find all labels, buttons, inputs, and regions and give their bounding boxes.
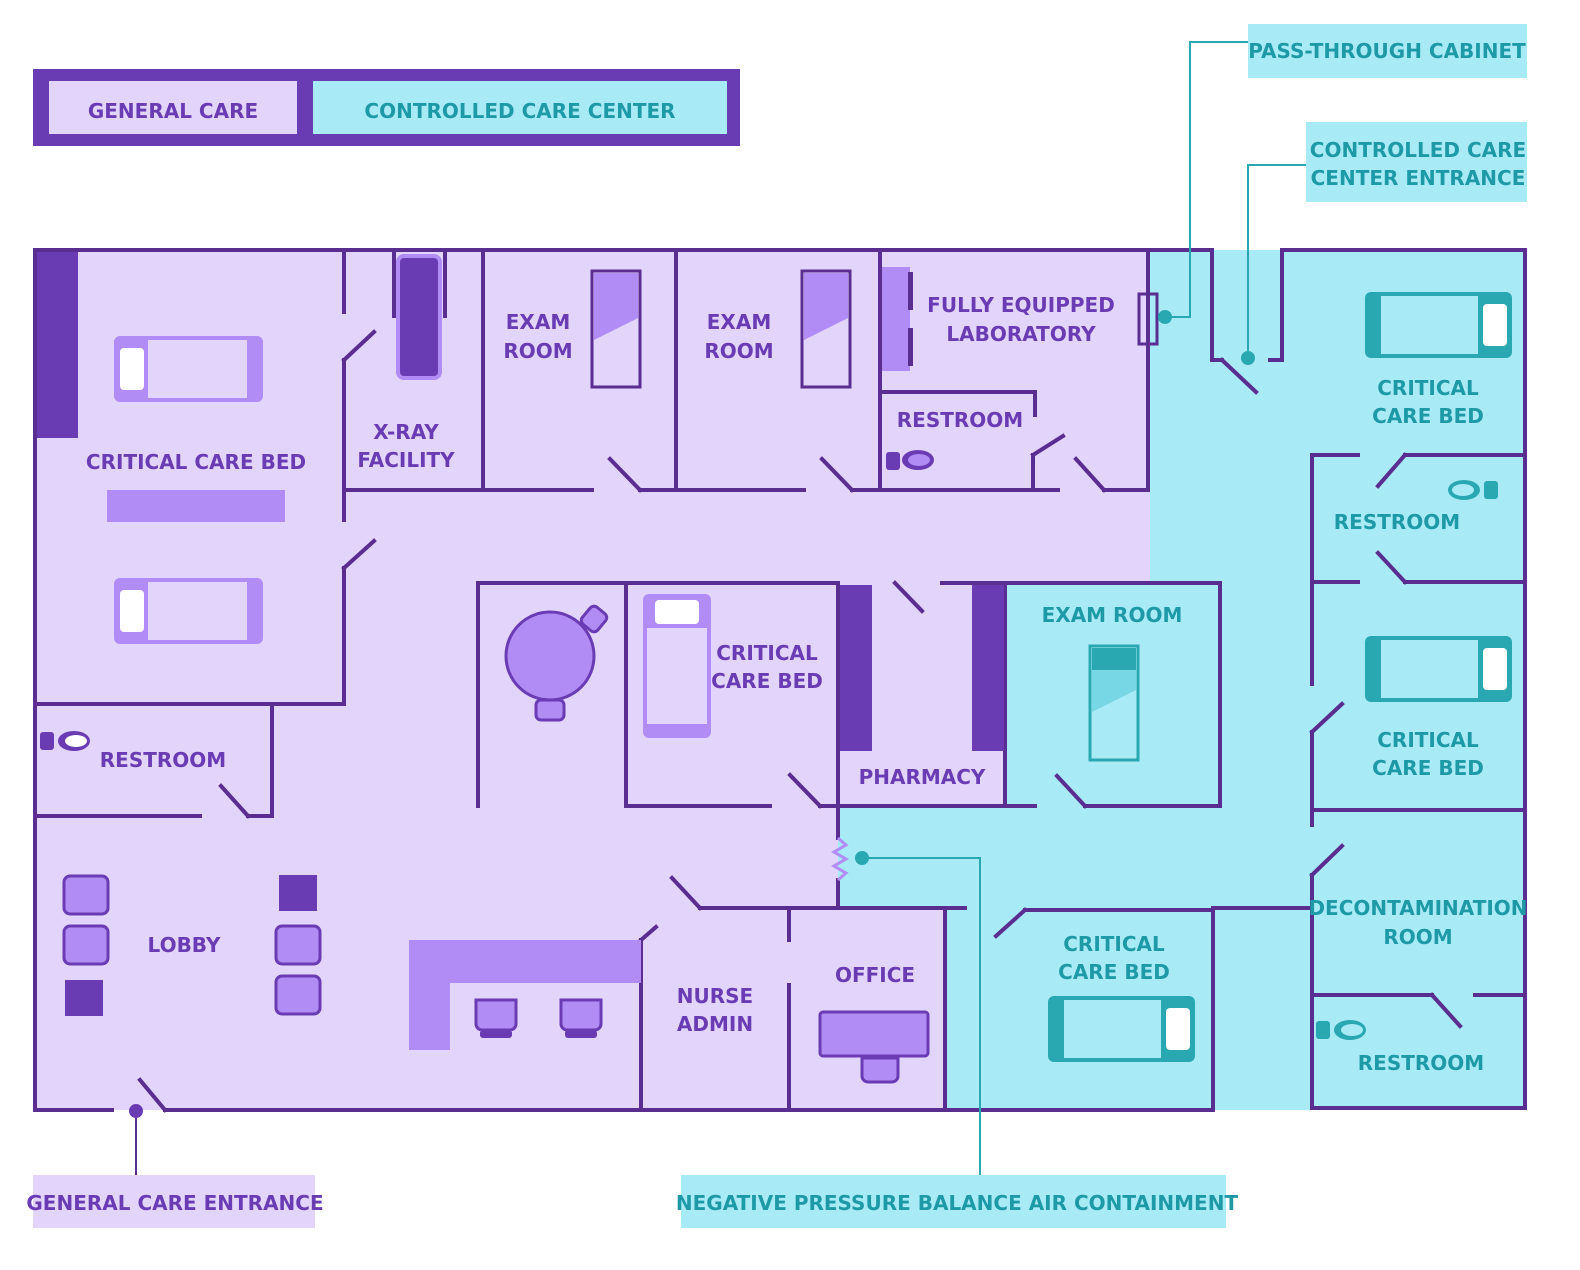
room-label: OFFICE xyxy=(835,963,915,987)
room-label: LABORATORY xyxy=(946,322,1096,346)
walls xyxy=(33,248,1527,1113)
room-label: RESTROOM xyxy=(1334,510,1460,534)
exam-table-icon xyxy=(800,269,852,389)
room-label: CRITICAL xyxy=(1063,932,1165,956)
svg-text:CONTROLLED CARE: CONTROLLED CARE xyxy=(1310,138,1526,162)
bed-icon xyxy=(643,594,711,738)
bed-icon xyxy=(114,336,263,402)
room-label: EXAM xyxy=(506,310,570,334)
svg-text:CENTER ENTRANCE: CENTER ENTRANCE xyxy=(1311,166,1526,190)
svg-text:PASS-THROUGH CABINET: PASS-THROUGH CABINET xyxy=(1248,39,1526,63)
room-label: X-RAY xyxy=(373,420,439,444)
chair-icon xyxy=(559,998,603,1038)
chair-icon xyxy=(474,998,518,1038)
room-label: LOBBY xyxy=(148,933,221,957)
callout-cc-entrance: CONTROLLED CARE CENTER ENTRANCE xyxy=(1306,122,1527,202)
room-label: CARE BED xyxy=(1058,960,1170,984)
xray-table-icon xyxy=(392,252,447,380)
room-label: CARE BED xyxy=(1372,756,1484,780)
room-label: CRITICAL xyxy=(1377,728,1479,752)
exam-table-icon xyxy=(1088,644,1140,762)
room-label: CARE BED xyxy=(1372,404,1484,428)
room-label: CARE BED xyxy=(711,669,823,693)
room-label: RESTROOM xyxy=(100,748,226,772)
room-labels: CRITICAL CARE BED X-RAY FACILITY EXAM RO… xyxy=(86,293,1528,1075)
room-label: CRITICAL CARE BED xyxy=(86,450,306,474)
air-containment-marker xyxy=(855,851,869,865)
legend: GENERAL CARE CONTROLLED CARE CENTER xyxy=(33,69,740,146)
room-label: ROOM xyxy=(704,339,773,363)
room-label: RESTROOM xyxy=(1358,1051,1484,1075)
room-label: RESTROOM xyxy=(897,408,1023,432)
chair-icon xyxy=(274,974,322,1016)
callout-pass-through: PASS-THROUGH CABINET xyxy=(1248,24,1527,78)
chair-icon xyxy=(62,874,110,916)
room-label: CRITICAL xyxy=(1377,376,1479,400)
pass-through-marker xyxy=(1158,310,1172,324)
toilet-icon xyxy=(1448,480,1498,500)
bed-icon xyxy=(1048,996,1195,1062)
chair-icon xyxy=(62,924,110,966)
air-containment-zigzag xyxy=(831,836,849,882)
bed-icon xyxy=(1365,292,1512,358)
room-label: PHARMACY xyxy=(859,765,986,789)
room-label: EXAM ROOM xyxy=(1042,603,1183,627)
svg-text:GENERAL CARE ENTRANCE: GENERAL CARE ENTRANCE xyxy=(26,1191,323,1215)
legend-general-care: GENERAL CARE xyxy=(88,99,258,123)
room-label: FULLY EQUIPPED xyxy=(927,293,1115,317)
round-table-icon xyxy=(504,604,609,722)
room-label: NURSE xyxy=(677,984,753,1008)
room-label: CRITICAL xyxy=(716,641,818,665)
exam-table-icon xyxy=(590,269,642,389)
callout-general-entrance: GENERAL CARE ENTRANCE xyxy=(26,1175,324,1228)
callout-negative-pressure: NEGATIVE PRESSURE BALANCE AIR CONTAINMEN… xyxy=(676,1175,1239,1228)
furniture xyxy=(37,252,1512,1084)
cc-entrance-marker xyxy=(1241,351,1255,365)
room-label: ROOM xyxy=(1383,925,1452,949)
chair-icon xyxy=(274,924,322,966)
toilet-icon xyxy=(886,450,934,470)
toilet-icon xyxy=(1316,1020,1366,1040)
legend-controlled-care: CONTROLLED CARE CENTER xyxy=(364,99,675,123)
callout-leaders xyxy=(135,41,1306,1175)
room-label: FACILITY xyxy=(357,448,455,472)
svg-text:NEGATIVE PRESSURE BALANCE AIR: NEGATIVE PRESSURE BALANCE AIR CONTAINMEN… xyxy=(676,1191,1239,1215)
general-entrance-marker xyxy=(129,1104,143,1118)
bed-icon xyxy=(1365,636,1512,702)
room-label: ADMIN xyxy=(677,1012,753,1036)
bed-icon xyxy=(114,578,263,644)
room-label: EXAM xyxy=(707,310,771,334)
room-label: DECONTAMINATION xyxy=(1308,896,1527,920)
toilet-icon xyxy=(40,731,90,751)
room-label: ROOM xyxy=(503,339,572,363)
